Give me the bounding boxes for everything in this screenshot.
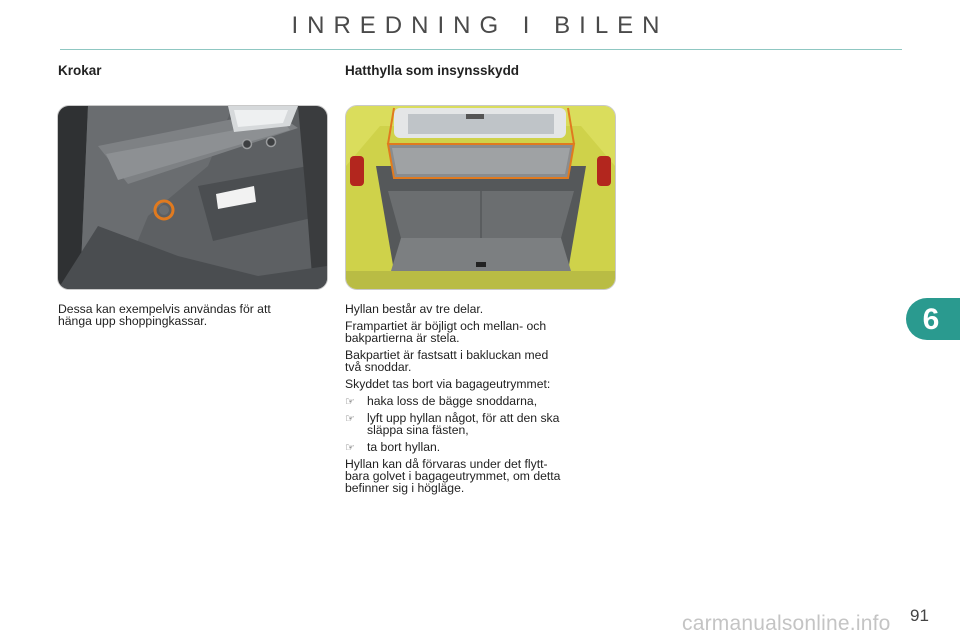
bullet-text-2-line1: lyft upp hyllan något, för att den ska [367,411,560,425]
para-rear-part-line2: två snoddar. [345,360,412,374]
bullet-item-1: ☞ haka loss de bägge snoddarna, [345,395,615,408]
para-rear-part-line1: Bakpartiet är fastsatt i bakluckan med [345,348,549,362]
pointing-hand-icon: ☞ [345,442,355,454]
pointing-hand-icon: ☞ [345,413,355,425]
bullet-text-1: haka loss de bägge snoddarna, [367,394,538,408]
header-rule [60,49,902,50]
para-three-parts: Hyllan består av tre delar. [345,302,484,316]
para-removal-intro: Skyddet tas bort via bagageutrymmet: [345,377,551,391]
para-storage-line1: Hyllan kan då förvaras under det flytt- [345,457,548,471]
page-number: 91 [910,606,929,625]
bullet-item-3: ☞ ta bort hyllan. [345,441,615,454]
chapter-number: 6 [922,303,940,336]
bullet-item-2: ☞ lyft upp hyllan något, för att den ska… [345,412,615,438]
chapter-tab: 6 [906,298,960,340]
para-storage-line2: bara golvet i bagageutrymmet, om detta [345,469,561,483]
caption-line-2: hänga upp shoppingkassar. [58,314,208,328]
hook-photo [57,105,328,290]
watermark: carmanualsonline.info [682,612,891,635]
caption-line-1: Dessa kan exempelvis användas för att [58,302,271,316]
pointing-hand-icon: ☞ [345,396,355,408]
parcel-shelf-photo [345,105,616,290]
bullet-text-3: ta bort hyllan. [367,440,441,454]
para-storage-line3: befinner sig i högläge. [345,481,465,495]
section-title-krokar: Krokar [58,63,102,78]
page-header-title: INREDNING I BILEN [291,12,669,39]
para-front-part-line2: bakpartierna är stela. [345,331,460,345]
section-title-hatthylla: Hatthylla som insynsskydd [345,63,520,78]
para-front-part-line1: Frampartiet är böjligt och mellan- och [345,319,547,333]
bullet-text-2-line2: släppa sina fästen, [367,423,469,437]
